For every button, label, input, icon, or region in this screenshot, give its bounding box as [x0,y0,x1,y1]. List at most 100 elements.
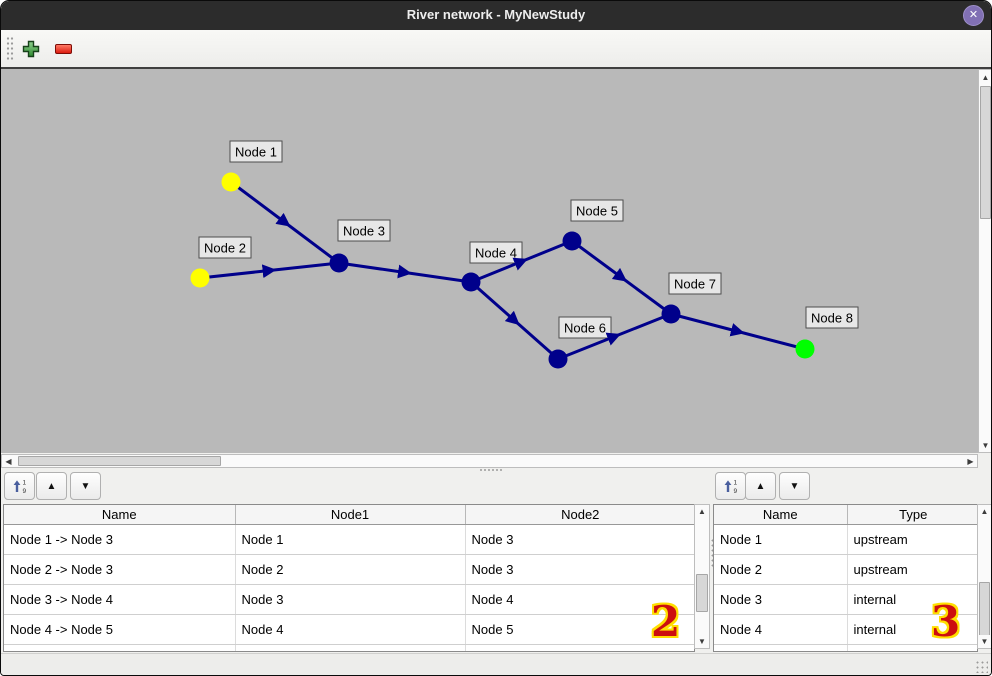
move-node-up-button[interactable]: ▲ [745,472,776,500]
column-header[interactable]: Type [847,505,977,525]
scrollbar-thumb[interactable] [18,456,221,466]
svg-text:Node 4: Node 4 [475,246,517,261]
svg-text:Node 7: Node 7 [674,277,716,292]
table-row[interactable] [4,644,694,651]
table-row[interactable] [714,644,977,651]
table-cell[interactable]: Node 3 [465,554,694,585]
table-cell[interactable]: Node 4 [714,614,848,645]
svg-text:9: 9 [22,488,26,494]
table-cell[interactable]: Node 4 -> Node 5 [4,614,236,645]
toolbar-drag-handle[interactable] [6,36,14,61]
table-cell[interactable] [235,644,466,651]
move-node-down-button[interactable]: ▼ [779,472,810,500]
scrollbar-thumb[interactable] [979,582,990,642]
table-cell[interactable] [4,644,236,651]
table-cell[interactable]: Node 1 [235,524,466,555]
reach-edge[interactable] [199,261,340,280]
move-reach-down-button[interactable]: ▼ [70,472,101,500]
table-cell[interactable]: Node 4 [465,584,694,615]
table-cell[interactable] [847,644,977,651]
close-button[interactable]: ✕ [963,5,984,26]
add-node-button[interactable] [21,39,40,58]
node-label: Node 1 [229,140,283,163]
reach-edge[interactable] [470,239,573,284]
diagram-horizontal-scrollbar[interactable]: ◀ ▶ [1,454,978,468]
reach-edge[interactable] [571,239,672,316]
svg-text:9: 9 [733,488,737,494]
sort-nodes-button[interactable]: 1 9 [715,472,746,500]
node-label: Node 4 [469,241,523,264]
column-header[interactable]: Name [4,505,236,525]
table-cell[interactable]: Node 3 [465,524,694,555]
table-cell[interactable]: Node 2 [235,554,466,585]
table-cell[interactable] [465,644,694,651]
column-header[interactable]: Name [714,505,848,525]
table-cell[interactable]: upstream [847,554,977,585]
scroll-up-arrow[interactable]: ▲ [979,70,991,84]
nodes-table-scrollbar[interactable]: ▲ ▼ [977,504,991,649]
reach-edge[interactable] [338,261,472,284]
scroll-right-arrow[interactable]: ▶ [964,455,977,467]
move-reach-up-button[interactable]: ▲ [36,472,67,500]
column-header[interactable]: Node2 [465,505,694,525]
table-cell[interactable]: Node 5 [465,614,694,645]
node-circle[interactable] [221,172,241,192]
node-circle[interactable] [661,304,681,324]
node-label: Node 7 [668,272,722,295]
node-circle[interactable] [795,339,815,359]
scroll-down-arrow[interactable]: ▼ [978,635,991,648]
scroll-down-arrow[interactable]: ▼ [695,635,709,648]
reach-edge[interactable] [470,280,559,361]
table-cell[interactable]: internal [847,584,977,615]
reaches-table-scrollbar[interactable]: ▲ ▼ [694,504,710,649]
scroll-up-arrow[interactable]: ▲ [695,505,709,518]
reach-edge[interactable] [557,312,672,361]
scrollbar-thumb[interactable] [980,86,991,219]
table-cell[interactable]: Node 3 -> Node 4 [4,584,236,615]
column-header[interactable]: Node1 [235,505,466,525]
table-cell[interactable]: internal [847,614,977,645]
table-cell[interactable]: Node 1 -> Node 3 [4,524,236,555]
splitter-handle[interactable] [479,468,503,472]
scroll-up-arrow[interactable]: ▲ [978,505,991,518]
node-circle[interactable] [329,253,349,273]
diagram-vertical-scrollbar[interactable]: ▲ ▼ [978,69,991,453]
table-cell[interactable]: Node 2 [714,554,848,585]
node-circle[interactable] [562,231,582,251]
scrollbar-thumb[interactable] [696,574,708,612]
scroll-left-arrow[interactable]: ◀ [2,455,15,467]
table-cell[interactable]: Node 2 -> Node 3 [4,554,236,585]
sort-1-9-icon: 1 9 [724,480,737,494]
left-triangle-icon: ◀ [5,456,12,466]
table-cell[interactable]: Node 1 [714,524,848,555]
table-cell[interactable]: Node 3 [235,584,466,615]
reach-edge[interactable] [670,312,806,351]
sort-1-9-icon: 1 9 [13,480,26,494]
titlebar[interactable]: River network - MyNewStudy ✕ [1,1,991,30]
panel-splitter-handle[interactable] [710,538,715,568]
node-circle[interactable] [461,272,481,292]
node-circle[interactable] [190,268,210,288]
scroll-down-arrow[interactable]: ▼ [979,438,991,452]
table-cell[interactable] [714,644,848,651]
table-cell[interactable]: Node 4 [235,614,466,645]
node-circle[interactable] [548,349,568,369]
remove-node-button[interactable] [54,43,73,55]
table-cell[interactable]: upstream [847,524,977,555]
table-cell[interactable]: Node 3 [714,584,848,615]
resize-grip-icon[interactable] [975,660,988,673]
up-triangle-icon: ▲ [981,72,990,82]
reach-edge[interactable] [230,180,340,265]
sort-reaches-button[interactable]: 1 9 [4,472,35,500]
